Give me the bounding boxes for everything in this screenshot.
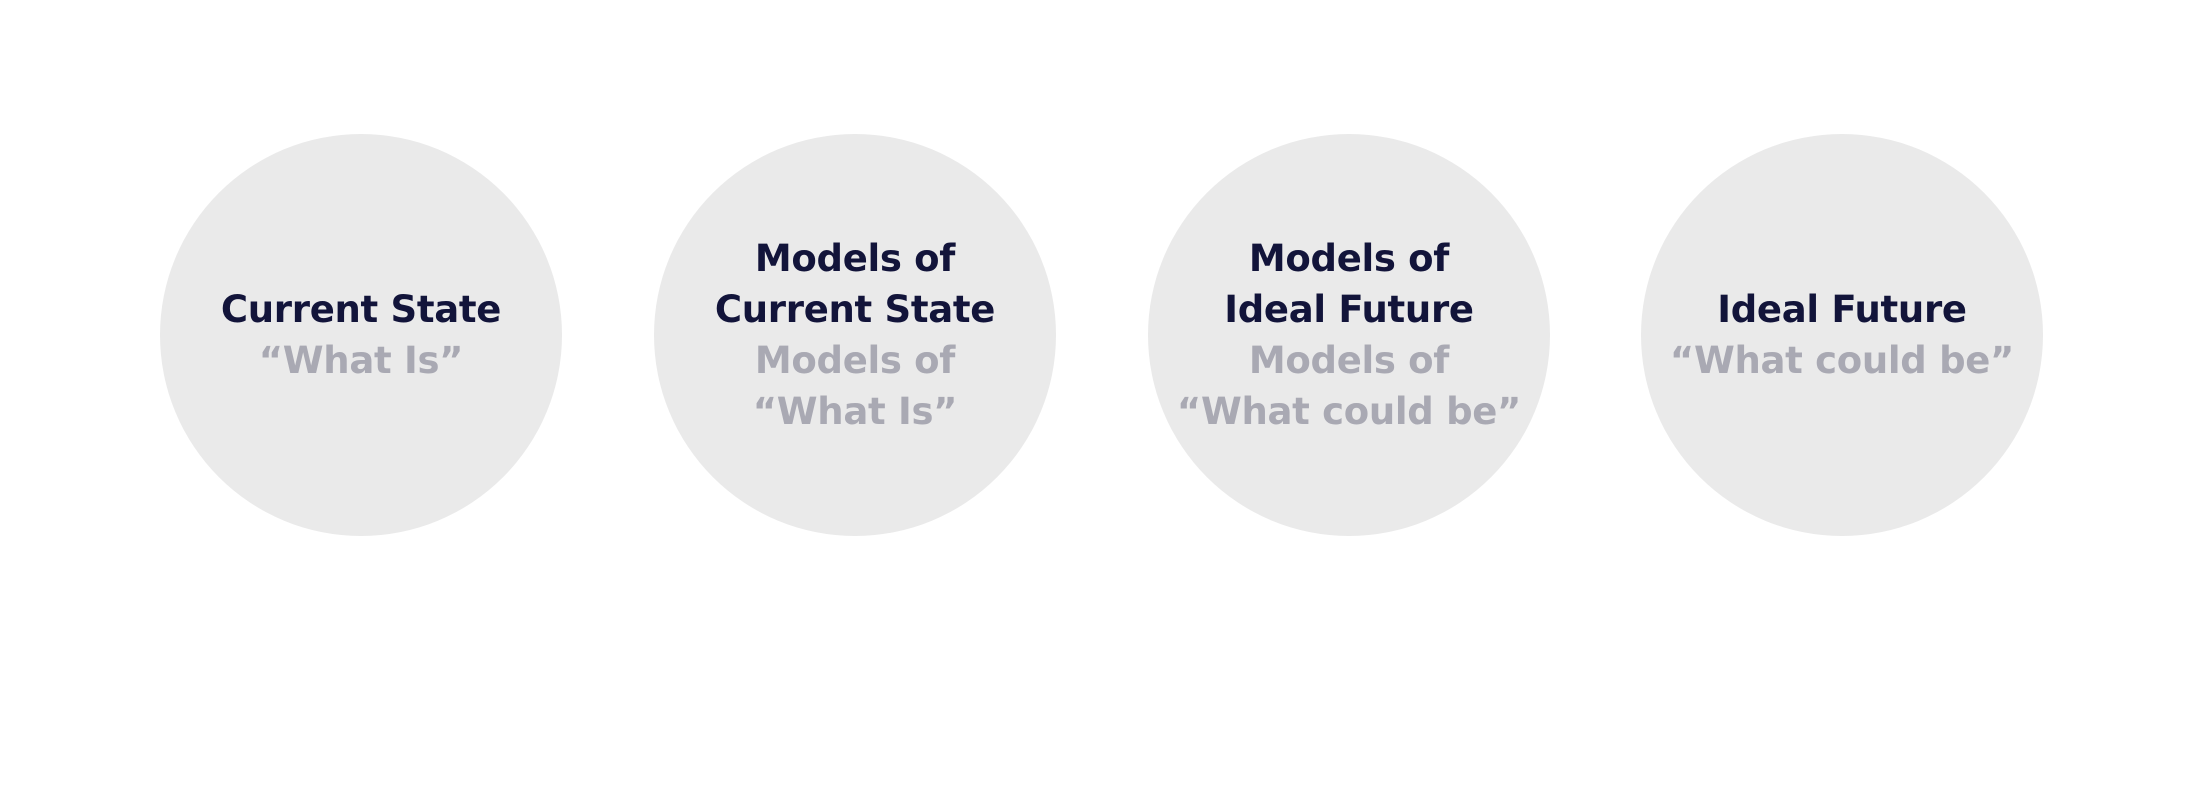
- stage-title: Ideal Future: [1717, 288, 1967, 331]
- stage-subtitle: “What could be”: [1176, 390, 1522, 433]
- stage-title: Ideal Future: [1224, 288, 1474, 331]
- stage-subtitle: Models of: [754, 339, 956, 382]
- stage-circle-current-state: Current State “What Is”: [160, 134, 562, 536]
- stage-subtitle: Models of: [1248, 339, 1450, 382]
- stage-subtitle: “What could be”: [1669, 339, 2015, 382]
- stage-title: Current State: [220, 288, 502, 331]
- stage-circle-ideal-future: Ideal Future “What could be”: [1641, 134, 2043, 536]
- stage-circle-models-of-current-state: Models of Current State Models of “What …: [654, 134, 1056, 536]
- stage-title: Models of: [754, 237, 956, 280]
- stage-title: Current State: [714, 288, 996, 331]
- stage-subtitle: “What Is”: [752, 390, 958, 433]
- stage-circle-models-of-ideal-future: Models of Ideal Future Models of “What c…: [1148, 134, 1550, 536]
- stage-subtitle: “What Is”: [258, 339, 464, 382]
- stage-title: Models of: [1248, 237, 1450, 280]
